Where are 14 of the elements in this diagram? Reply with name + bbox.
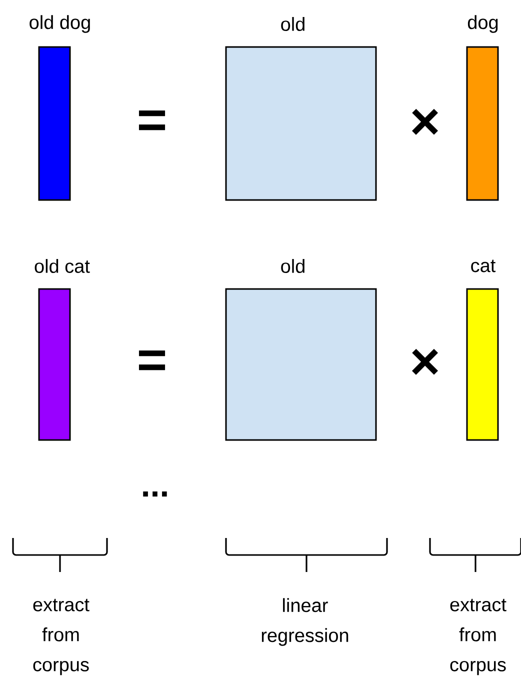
operator-sign: × [412, 348, 438, 375]
annotation: linear regression [262, 598, 348, 646]
heading: cat [471, 260, 496, 272]
heading: old [281, 17, 304, 31]
operator-sign: = [138, 350, 166, 370]
operator-sign: = [138, 110, 166, 130]
heading: old [281, 259, 304, 273]
annotation: extract from corpus [450, 598, 506, 676]
heading: old dog [30, 15, 90, 33]
annotation: extract from corpus [33, 598, 90, 676]
operator-sign: × [412, 108, 438, 135]
heading: dog [468, 15, 498, 33]
ellipsis: ... [143, 491, 167, 497]
heading: old cat [34, 259, 90, 273]
